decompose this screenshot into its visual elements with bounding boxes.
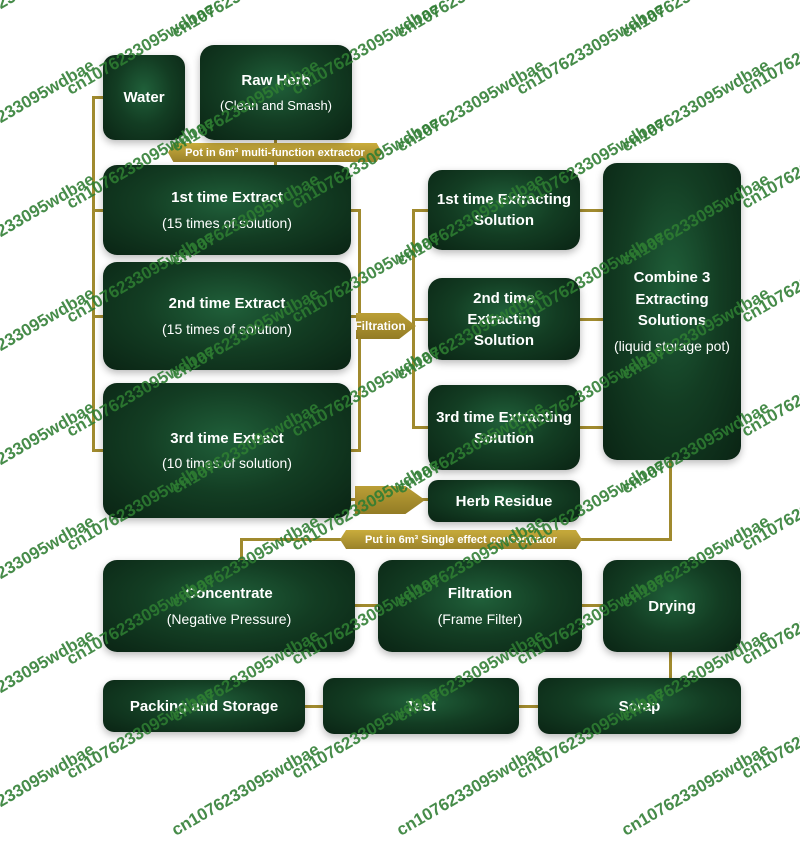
connector-extract3-right-stub [351,449,358,452]
connector-extract1-left-stub [92,209,103,212]
connector-solution1-stub [412,209,428,212]
node-extract-2-subtitle: (15 times of solution) [162,320,292,337]
node-solution-3-label: 3rd time Extracting Solution [436,408,572,447]
node-herb-residue-label: Herb Residue [455,492,553,510]
node-raw-herb-subtitle: (Clean and Smash) [220,98,332,114]
connector-extract3-left-stub [92,449,103,452]
node-filtration-frame: Filtration (Frame Filter) [378,560,582,652]
watermark-text: cn1076233095wdbae [738,112,800,213]
watermark-text: cn1076233095wdbae [738,226,800,327]
watermark-text: cn1076233095wdbae [738,0,800,99]
connector-test-packing [305,705,323,708]
filtration-arrow: Filtration [356,313,416,339]
watermark-text: cn1076233095wdbae [0,739,98,840]
watermark-text: cn1076233095wdbae [0,169,98,270]
node-extract-3-title: 3rd time Extract [170,429,284,447]
node-herb-residue: Herb Residue [428,480,580,522]
node-extract-2: 2nd time Extract (15 times of solution) [103,262,351,370]
node-raw-herb: Raw Herb (Clean and Smash) [200,45,352,140]
extractor-banner: Pot in 6m³ multi-function extractor [168,143,382,162]
node-solution-1: 1st time Extracting Solution [428,170,580,250]
watermark-text: cn1076233095wdbae [738,568,800,669]
connector-solution2-combine [580,318,603,321]
node-solution-1-label: 1st time Extracting Solution [436,191,572,229]
connector-concentrate-down [240,538,243,560]
node-combine: Combine 3 Extracting Solutions (liquid s… [603,163,741,460]
concentrator-banner: Put in 6m³ Single effect concentrator [340,530,582,549]
connector-solution2-stub [412,318,428,321]
node-test-label: Test [406,697,436,715]
connector-extract2-right-stub [351,315,358,318]
node-raw-herb-title: Raw Herb [241,72,311,90]
watermark-text: cn1076233095wdbae [618,55,773,156]
node-scrap-label: Scrap [618,697,661,715]
watermark-text: cn1076233095wdbae [393,739,548,840]
watermark-text: cn1076233095wdbae [618,0,773,42]
node-water: Water [103,55,185,140]
connector-filtration-drying [582,604,603,607]
watermark-text: cn1076233095wdbae [168,739,323,840]
watermark-text: cn1076233095wdbae [393,0,548,42]
node-drying: Drying [603,560,741,652]
connector-solution1-combine [580,209,603,212]
watermark-text: cn1076233095wdbae [168,0,323,42]
node-filtration-frame-title: Filtration [447,585,513,603]
node-water-label: Water [123,89,165,106]
connector-residue-stub-right [422,498,428,501]
connector-extract2-left-stub [92,315,103,318]
connector-solution3-stub [412,426,428,429]
connector-concentrate-filtration [355,604,378,607]
filtration-arrow-label: Filtration [354,319,406,333]
connector-drying-scrap [669,652,672,678]
connector-left-vertical [92,96,95,452]
watermark-text: cn1076233095wdbae [618,739,773,840]
watermark-text: cn1076233095wdbae [0,397,98,498]
node-solution-3: 3rd time Extracting Solution [428,385,580,470]
extractor-banner-label: Pot in 6m³ multi-function extractor [185,146,365,159]
watermark-text: cn1076233095wdbae [0,625,98,726]
connector-water-stub [92,96,103,99]
node-solution-2: 2nd time Extracting Solution [428,278,580,360]
node-drying-label: Drying [648,597,696,615]
node-extract-3: 3rd time Extract (10 times of solution) [103,383,351,518]
node-concentrate-title: Concentrate [185,585,273,603]
connector-solution3-combine [580,426,603,429]
node-packing-storage-label: Packing and Storage [129,697,279,715]
watermark-text: cn1076233095wdbae [513,0,668,99]
node-extract-1: 1st time Extract (15 times of solution) [103,165,351,255]
node-combine-subtitle: (liquid storage pot) [614,338,730,355]
node-solution-2-label: 2nd time Extracting Solution [467,289,541,349]
watermark-text: cn1076233095wdbae [0,511,98,612]
watermark-text: cn1076233095wdbae [0,283,98,384]
watermark-text: cn1076233095wdbae [738,454,800,555]
node-extract-1-subtitle: (15 times of solution) [162,214,292,231]
connector-extract1-right-stub [351,209,358,212]
node-test: Test [323,678,519,734]
connector-combine-down [669,460,672,540]
node-extract-1-title: 1st time Extract [171,189,283,207]
connector-residue-stub-left [351,498,357,501]
node-combine-title: Combine 3 Extracting Solutions [633,268,711,330]
watermark-text: cn1076233095wdbae [738,682,800,783]
node-filtration-frame-subtitle: (Frame Filter) [437,610,523,627]
watermark-text: cn1076233095wdbae [0,0,98,42]
node-packing-storage: Packing and Storage [103,680,305,732]
node-extract-2-title: 2nd time Extract [168,295,286,313]
watermark-text: cn1076233095wdbae [738,340,800,441]
watermark-text: cn1076233095wdbae [0,55,98,156]
herb-residue-arrow [355,486,425,514]
concentrator-banner-label: Put in 6m³ Single effect concentrator [365,533,557,546]
connector-scrap-test [519,705,538,708]
node-concentrate-subtitle: (Negative Pressure) [166,610,292,627]
watermark-text: cn1076233095wdbae [393,55,548,156]
node-scrap: Scrap [538,678,741,734]
node-extract-3-subtitle: (10 times of solution) [162,455,292,472]
node-concentrate: Concentrate (Negative Pressure) [103,560,355,652]
